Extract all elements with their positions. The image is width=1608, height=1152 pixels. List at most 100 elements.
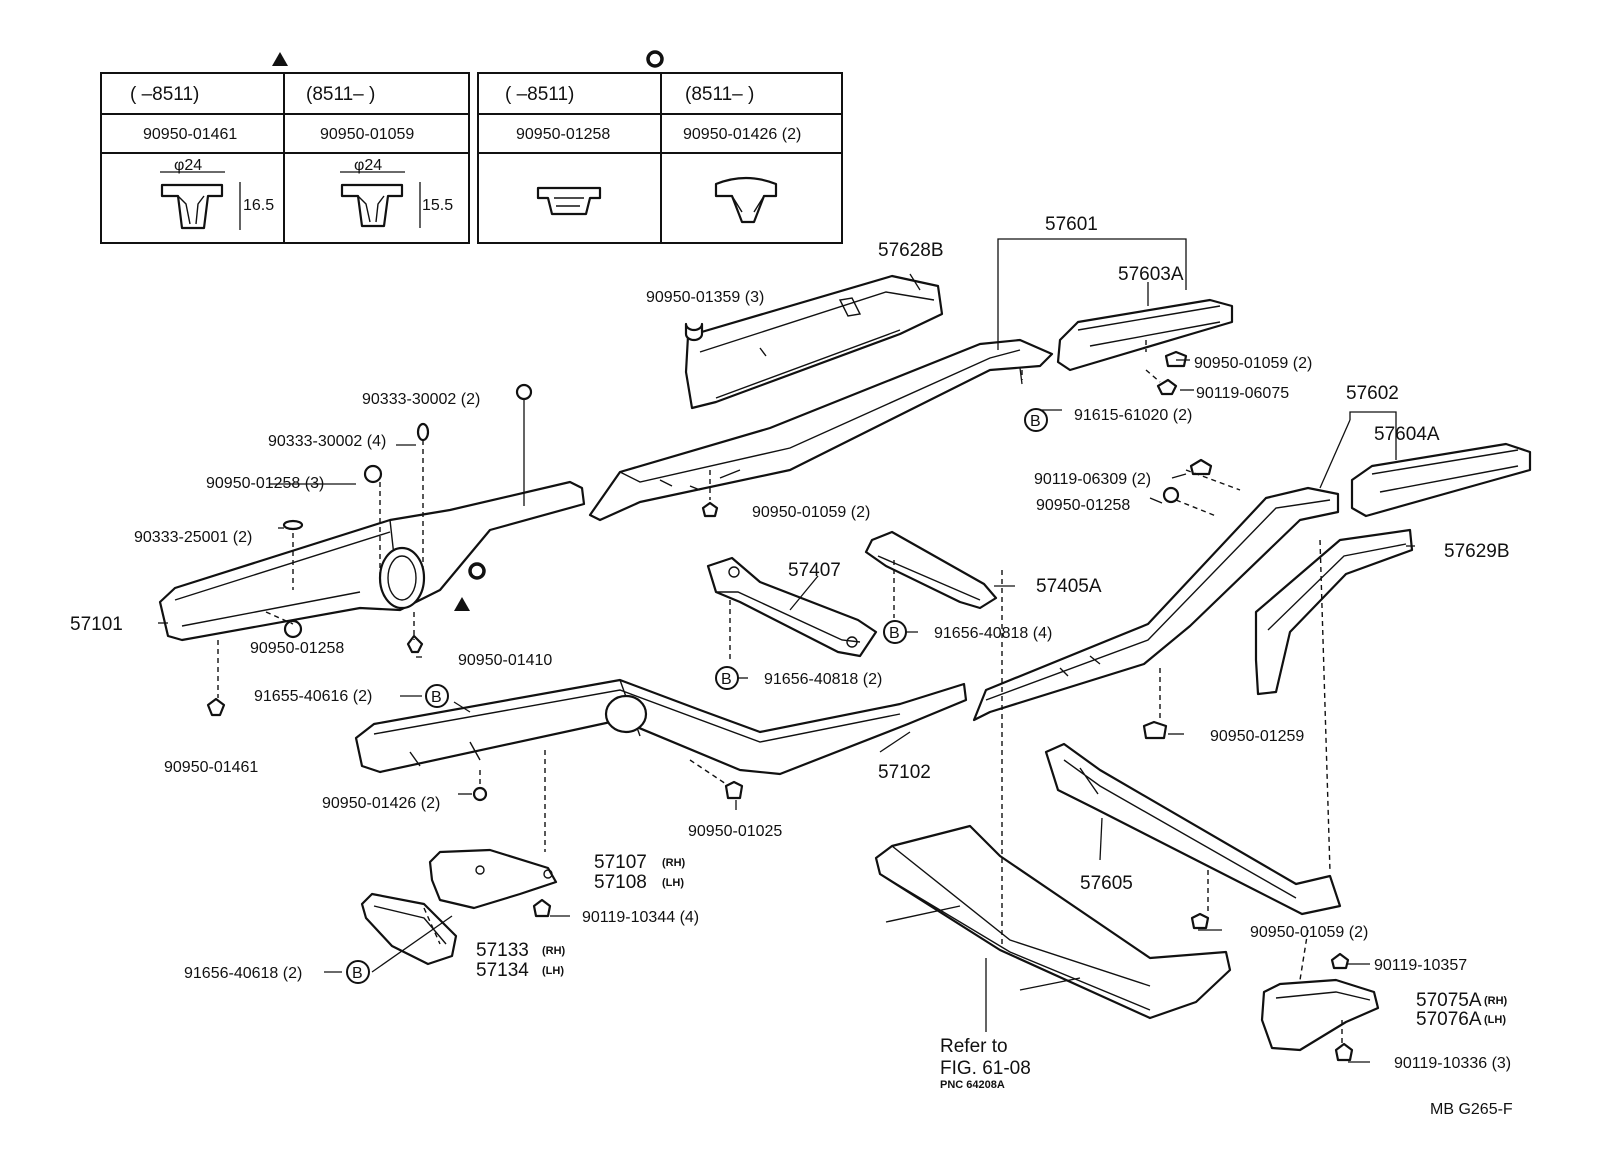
part-57605	[1044, 742, 1342, 916]
label-91655-40616: 91655-40616 (2)	[254, 688, 372, 705]
triangle-marker-on-rail	[454, 597, 470, 611]
clip-table-circle: ( –8511) (8511– ) 90950-01258 90950-0142…	[477, 50, 843, 244]
clip-table-triangle: ( –8511) (8511– ) 90950-01461 90950-0105…	[100, 52, 470, 244]
part-57629b	[1254, 528, 1414, 696]
label-90950-01426: 90950-01426 (2)	[322, 795, 440, 812]
label-57108: 57108	[594, 872, 647, 893]
circle-marker-on-rail	[468, 562, 486, 580]
clip-icon	[206, 697, 226, 717]
label-57604a: 57604A	[1374, 424, 1440, 445]
label-57134-lh: (LH)	[542, 965, 564, 977]
svg-text:B: B	[352, 965, 363, 982]
label-fig-61-08: FIG. 61-08	[940, 1058, 1031, 1079]
label-91656-40818-a: 91656-40818 (4)	[934, 625, 1052, 642]
part-57601-rail	[588, 338, 1054, 522]
b-marker-icon: B	[715, 666, 739, 690]
clip-icon	[1190, 912, 1210, 930]
part-57604a	[1350, 442, 1532, 518]
b-marker-icon: B	[883, 620, 907, 644]
svg-text:B: B	[889, 625, 900, 642]
label-57629b: 57629B	[1444, 541, 1510, 562]
clip-range-4: (8511– )	[685, 84, 754, 105]
label-57076a-lh: (LH)	[1484, 1014, 1506, 1026]
label-57603a: 57603A	[1118, 264, 1184, 285]
label-91656-40618: 91656-40618 (2)	[184, 965, 302, 982]
b-marker-icon: B	[346, 960, 370, 984]
clip-part-2: 90950-01059	[320, 126, 414, 143]
clip-height-2: 15.5	[422, 197, 453, 214]
clip-part-3: 90950-01258	[516, 126, 610, 143]
washer-icon	[416, 422, 430, 442]
clip-icon	[472, 786, 488, 802]
label-57602: 57602	[1346, 383, 1399, 404]
clip-icon	[1164, 350, 1188, 368]
clip-drawing-4	[714, 176, 778, 224]
clip-icon	[701, 501, 719, 518]
label-90950-01259: 90950-01259	[1210, 728, 1304, 745]
label-90119-10336: 90119-10336 (3)	[1394, 1055, 1511, 1072]
clip-range-2: (8511– )	[306, 84, 375, 105]
label-57601: 57601	[1045, 214, 1098, 235]
clip-part-1: 90950-01461	[143, 126, 237, 143]
clip-dia-2: φ24	[354, 157, 382, 174]
label-57108-lh: (LH)	[662, 877, 684, 889]
bolt-icon	[1334, 1042, 1354, 1062]
label-57075a-rh: (RH)	[1484, 995, 1508, 1007]
clip-range-1: ( –8511)	[130, 84, 199, 105]
rail-hole-57102	[604, 694, 648, 734]
label-57407: 57407	[788, 560, 841, 581]
label-90950-01258-b: 90950-01258	[250, 640, 344, 657]
label-refer-to: Refer to	[940, 1036, 1008, 1057]
label-57134: 57134	[476, 960, 529, 981]
label-90950-01059-b: 90950-01059 (2)	[752, 504, 870, 521]
label-90950-01059-a: 90950-01059 (2)	[1194, 355, 1312, 372]
rail-hole-57101	[378, 546, 426, 610]
label-90950-01461: 90950-01461	[164, 759, 258, 776]
label-90333-25001: 90333-25001 (2)	[134, 529, 252, 546]
clip-icon	[1142, 720, 1168, 740]
b-marker-icon: B	[425, 684, 449, 708]
label-pnc-64208a: PNC 64208A	[940, 1079, 1005, 1091]
bolt-icon	[532, 898, 552, 918]
clip-icon	[684, 322, 704, 342]
part-57102-rail	[354, 678, 968, 776]
b-markers: B B B B B	[346, 408, 1048, 984]
label-57405a: 57405A	[1036, 576, 1102, 597]
label-57133-rh: (RH)	[542, 945, 566, 957]
label-57107: 57107	[594, 852, 647, 873]
leader-lines	[158, 238, 1415, 1063]
clip-drawing-2: φ24 15.5	[340, 157, 453, 228]
dashed-lines	[217, 340, 1343, 1044]
label-90950-01059-c: 90950-01059 (2)	[1250, 924, 1368, 941]
clip-icon	[724, 780, 744, 800]
label-91656-40818-b: 91656-40818 (2)	[764, 671, 882, 688]
b-marker-icon: B	[1024, 408, 1048, 432]
part-57405a	[864, 530, 998, 610]
clip-part-4: 90950-01426 (2)	[683, 126, 801, 143]
svg-text:B: B	[431, 689, 442, 706]
footer-code: MB G265-F	[1430, 1101, 1513, 1118]
part-57133-bracket	[360, 892, 458, 966]
clip-drawing-1: φ24 16.5	[160, 157, 274, 230]
label-90950-01258-c: 90950-01258	[1036, 497, 1130, 514]
bolt-icon	[1189, 458, 1213, 476]
label-57133: 57133	[476, 940, 529, 961]
label-57628b: 57628B	[878, 240, 944, 261]
svg-text:B: B	[1030, 413, 1041, 430]
label-57102: 57102	[878, 762, 931, 783]
label-90950-01025: 90950-01025	[688, 823, 782, 840]
clip-icon	[1162, 486, 1180, 504]
clip-icon	[406, 634, 424, 654]
callout-labels: 57601 57628B 57603A 90950-01359 (3) 9095…	[70, 214, 1513, 1118]
clip-icon	[283, 619, 303, 639]
part-57628b	[684, 274, 944, 410]
fasteners	[206, 322, 1354, 1062]
label-57075a: 57075A	[1416, 990, 1482, 1011]
label-90950-01258-a: 90950-01258 (3)	[206, 475, 324, 492]
plug-icon	[282, 519, 304, 531]
label-57605: 57605	[1080, 873, 1133, 894]
clip-icon	[363, 464, 383, 484]
clip-dia-1: φ24	[174, 157, 202, 174]
label-90119-06075: 90119-06075	[1196, 385, 1289, 402]
